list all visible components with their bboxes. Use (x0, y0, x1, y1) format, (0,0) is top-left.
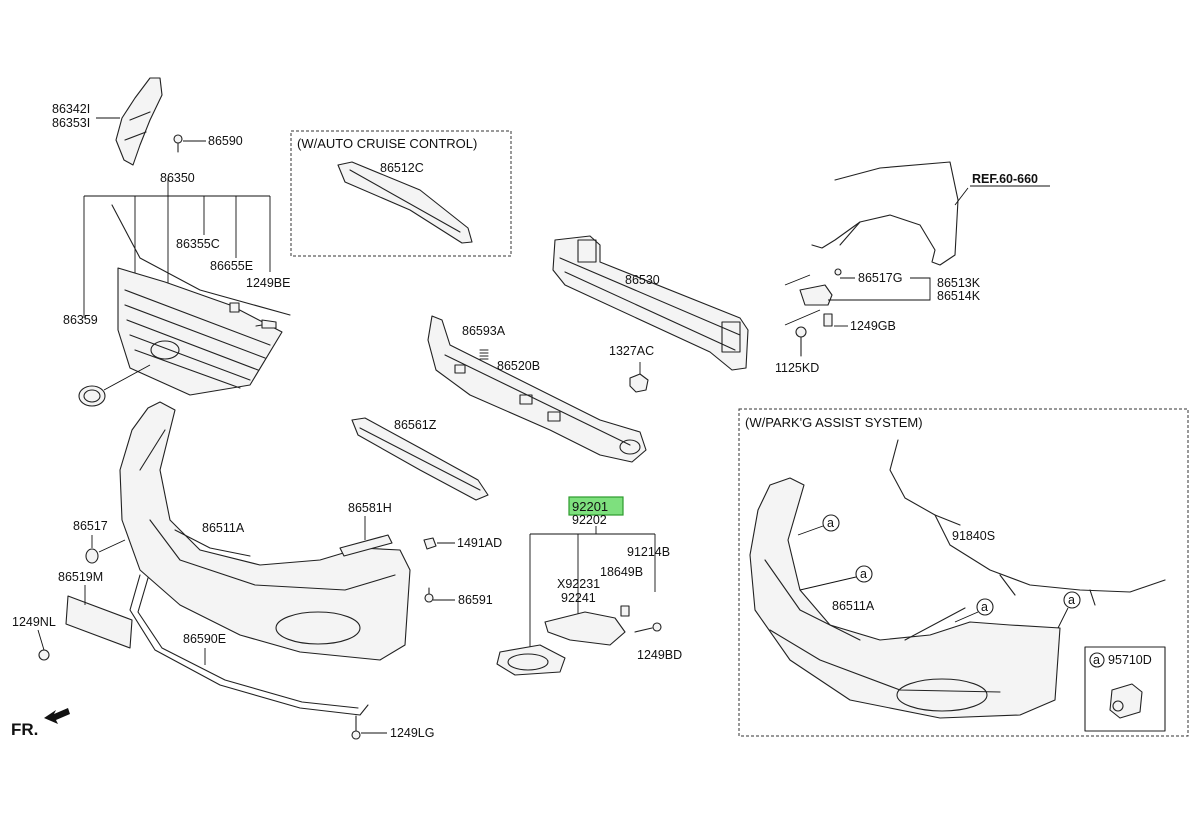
label-86355C: 86355C (176, 237, 220, 251)
label-1249BE: 1249BE (246, 276, 290, 290)
callout-marker-1: a (797, 514, 840, 536)
label-91840S: 91840S (952, 529, 995, 543)
fender-part (811, 161, 959, 266)
label-1491AD: 1491AD (457, 536, 502, 550)
front-direction-label: FR. (11, 720, 38, 739)
label-86350: 86350 (160, 171, 195, 185)
label-1249NL: 1249NL (12, 615, 56, 629)
label-86517: 86517 (73, 519, 108, 533)
screw-86591-part (424, 587, 434, 603)
cruise-cover-part (337, 161, 473, 244)
nut-1327AC-part (629, 373, 649, 393)
label-1249BD: 1249BD (637, 648, 682, 662)
label-86517G: 86517G (858, 271, 902, 285)
fog-lamp-bracket-part (544, 611, 626, 646)
auto-cruise-title: (W/AUTO CRUISE CONTROL) (297, 136, 477, 151)
screw-1249GB-part (823, 313, 833, 327)
callout-marker-4: a (1057, 591, 1081, 629)
label-91214B: 91214B (627, 545, 670, 559)
clip-86655E-part (229, 302, 240, 313)
parking-assist-box (738, 408, 1189, 737)
svg-text:a: a (860, 567, 867, 581)
label-86590: 86590 (208, 134, 243, 148)
label-1249GB: 1249GB (850, 319, 896, 333)
label-86581H: 86581H (348, 501, 392, 515)
highlight-92201 (568, 496, 624, 516)
emblem-part (78, 385, 106, 407)
bumper-beam-part (552, 235, 749, 371)
screw-1125KD-part (795, 326, 807, 357)
cap-86517-part (85, 548, 99, 564)
screw-1249BD-part (634, 622, 662, 633)
sensor-callout-box (1084, 646, 1166, 732)
label-86353I: 86353I (52, 116, 90, 130)
label-86519M: 86519M (58, 570, 103, 584)
parking-assist-title: (W/PARK'G ASSIST SYSTEM) (745, 415, 923, 430)
label-1327AC: 1327AC (609, 344, 654, 358)
label-86514K: 86514K (937, 289, 981, 303)
label-92201: 92201 (572, 499, 608, 514)
callout-marker-2: a (799, 565, 873, 591)
sensor-callout-marker: a (1093, 653, 1100, 667)
bracket-86581H-part (339, 534, 393, 557)
clip-1491AD-part (423, 537, 437, 550)
parking-sensor-part (1109, 683, 1143, 719)
label-95710D: 95710D (1108, 653, 1152, 667)
screw-1249LG-part (351, 715, 361, 740)
label-86342I: 86342I (52, 102, 90, 116)
label-86359: 86359 (63, 313, 98, 327)
callout-marker-3: a (954, 598, 994, 623)
label-92241: 92241 (561, 591, 596, 605)
reference-label: REF.60-660 (972, 172, 1038, 186)
fender-bracket-part (799, 284, 833, 306)
label-86511A: 86511A (202, 521, 245, 535)
side-bracket-part (115, 77, 163, 166)
svg-text:a: a (981, 600, 988, 614)
label-86561Z: 86561Z (394, 418, 437, 432)
label-1249LG: 1249LG (390, 726, 434, 740)
label-92202: 92202 (572, 513, 607, 527)
screw-86590-part (173, 134, 183, 153)
label-1125KD: 1125KD (775, 361, 819, 375)
label-86520B: 86520B (497, 359, 540, 373)
front-bumper-cover-part (119, 401, 411, 661)
energy-absorber-part (427, 315, 647, 463)
lower-strip-part (129, 574, 369, 716)
auto-cruise-box (290, 130, 512, 257)
bolt-1249BE-part (255, 319, 277, 329)
wiring-harness-part (889, 439, 1166, 606)
screw-1249NL-part (38, 649, 50, 661)
label-86513K: 86513K (937, 276, 981, 290)
label-86511A-pdc: 86511A (832, 599, 875, 613)
label-18649B: 18649B (600, 565, 643, 579)
pdc-bumper-part (749, 477, 1061, 719)
svg-text:a: a (1068, 593, 1075, 607)
svg-text:a: a (827, 516, 834, 530)
fog-lamp-part (496, 644, 566, 676)
label-86590E: 86590E (183, 632, 226, 646)
label-86593A: 86593A (462, 324, 506, 338)
bulb-18649B-part (620, 605, 630, 617)
label-86512C: 86512C (380, 161, 424, 175)
label-86530: 86530 (625, 273, 660, 287)
label-X92231: X92231 (557, 577, 600, 591)
lower-grille-part (351, 417, 489, 501)
front-arrow-icon (44, 708, 70, 724)
plate-bracket-part (65, 595, 133, 649)
label-86655E: 86655E (210, 259, 253, 273)
spring-86593A-part (479, 349, 489, 360)
radiator-grille-part (111, 204, 291, 396)
label-86591: 86591 (458, 593, 493, 607)
